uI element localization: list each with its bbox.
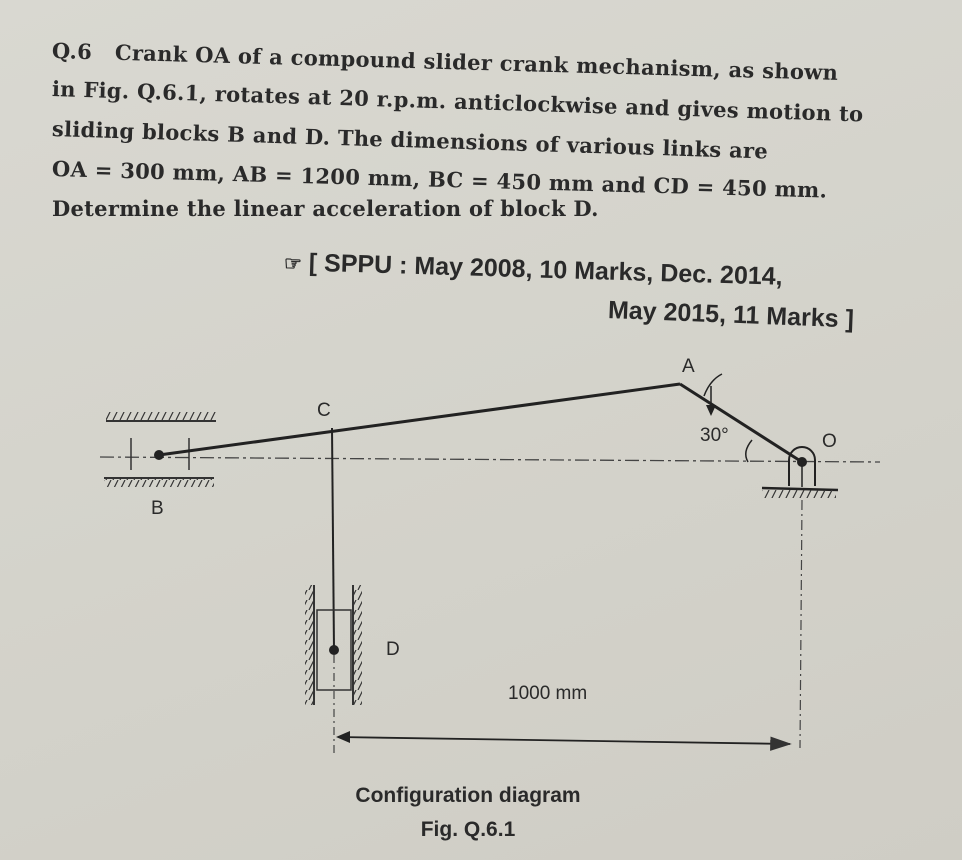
centerline <box>99 456 881 463</box>
o-vertical-centerline <box>799 499 803 749</box>
label-b: B <box>151 498 164 519</box>
slider-d <box>305 585 362 755</box>
diagram-caption: Configuration diagram <box>355 784 581 807</box>
pivot-o <box>761 446 839 498</box>
label-c: C <box>317 400 331 421</box>
dimension-label: 1000 mm <box>508 683 588 704</box>
slider-b-guides <box>104 412 216 487</box>
dimension-line <box>337 736 792 751</box>
label-o: O <box>822 431 837 452</box>
angle-arc <box>745 439 753 463</box>
angle-label: 30° <box>700 425 729 446</box>
link-oa <box>679 382 803 464</box>
link-cd <box>331 427 335 651</box>
label-d: D <box>386 639 400 660</box>
label-a: A <box>682 356 695 377</box>
rotation-arrow <box>706 405 716 416</box>
joint-b <box>154 450 164 460</box>
figure-number: Fig. Q.6.1 <box>420 818 516 841</box>
question-line-5: Determine the linear acceleration of blo… <box>52 196 599 221</box>
link-ab <box>158 382 681 457</box>
